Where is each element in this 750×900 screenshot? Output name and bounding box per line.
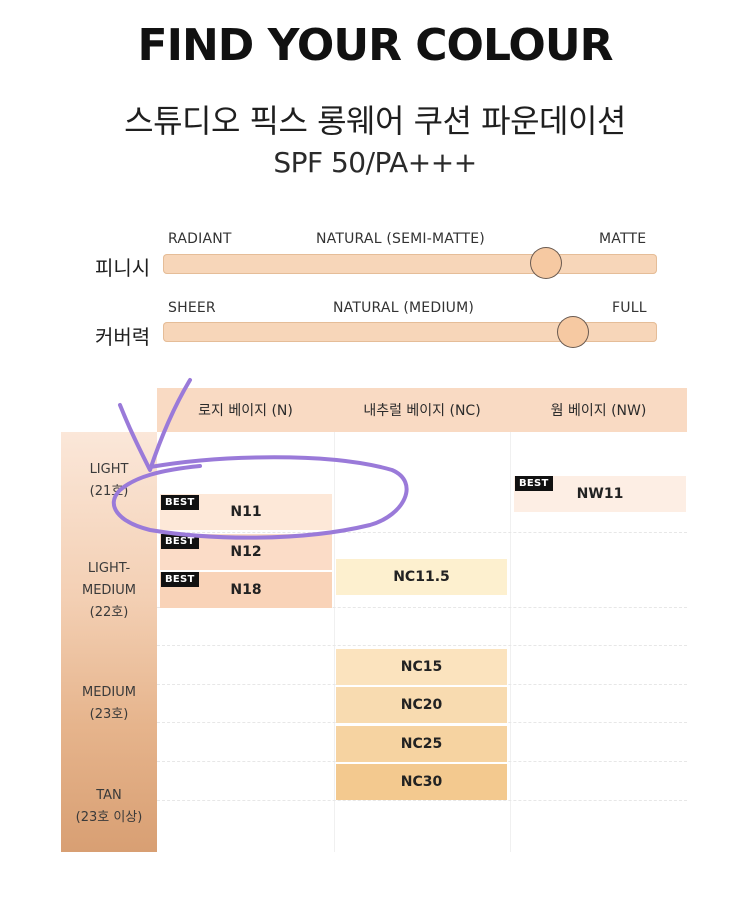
page-title: FIND YOUR COLOUR	[137, 20, 614, 71]
coverage-middle-label: NATURAL (MEDIUM)	[333, 300, 475, 316]
column-header-n: 로지 베이지 (N)	[157, 388, 334, 432]
row-divider	[157, 645, 687, 646]
row-label-light-medium: LIGHT-MEDIUM(22호)	[81, 561, 136, 620]
row-divider	[157, 532, 687, 533]
best-badge: BEST	[161, 534, 199, 549]
finish-label: 피니시	[95, 256, 151, 280]
coverage-right-label: FULL	[612, 300, 647, 316]
finish-middle-label: NATURAL (SEMI-MATTE)	[316, 231, 485, 247]
finish-left-label: RADIANT	[168, 231, 232, 247]
row-divider	[157, 607, 687, 608]
finish-slider-knob	[531, 248, 561, 278]
column-divider	[510, 432, 511, 852]
finish-slider-track	[163, 254, 657, 274]
row-label-tan: TAN(23호 이상)	[75, 788, 143, 825]
shade-nc20: NC20	[336, 687, 507, 723]
column-header-nc: 내추럴 베이지 (NC)	[334, 388, 510, 432]
row-label-medium: MEDIUM(23호)	[81, 685, 136, 722]
shade-nc15: NC15	[336, 649, 507, 685]
column-divider	[334, 432, 335, 852]
row-divider	[157, 800, 687, 801]
shade-nc11-5: NC11.5	[336, 559, 507, 595]
best-badge: BEST	[161, 495, 199, 510]
coverage-left-label: SHEER	[168, 300, 216, 316]
best-badge: BEST	[161, 572, 199, 587]
coverage-slider-knob	[558, 317, 588, 347]
best-badge: BEST	[515, 476, 553, 491]
coverage-label: 커버력	[95, 325, 151, 349]
shade-nc30: NC30	[336, 764, 507, 800]
row-label-light: LIGHT(21호)	[89, 462, 129, 499]
shade-n12: N12	[160, 534, 332, 570]
shade-nc25: NC25	[336, 726, 507, 762]
finish-right-label: MATTE	[599, 231, 647, 247]
spf-rating: SPF 50/PA+++	[273, 146, 477, 179]
column-header-nw: 웜 베이지 (NW)	[510, 388, 687, 432]
product-name: 스튜디오 픽스 롱웨어 쿠션 파운데이션	[124, 102, 626, 140]
coverage-slider-track	[163, 322, 657, 342]
